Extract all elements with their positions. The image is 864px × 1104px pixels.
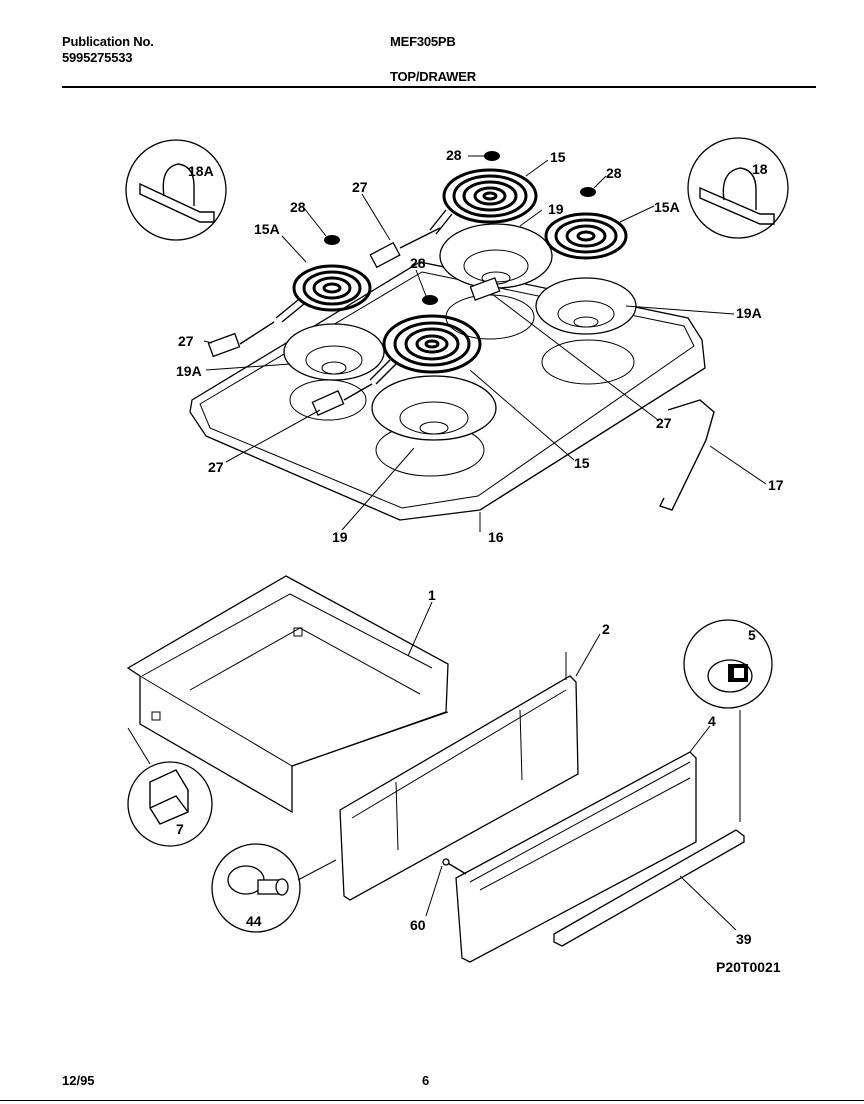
callout-28: 28 (290, 199, 306, 215)
drip-bowl-rear-right (535, 277, 637, 335)
callout-19a: 19A (736, 305, 762, 321)
callout-27: 27 (178, 333, 194, 349)
section-title: TOP/DRAWER (390, 69, 476, 84)
callout-19: 19 (332, 529, 348, 545)
drip-bowl-rear-left (439, 223, 553, 289)
callout-15a: 15A (654, 199, 680, 215)
surface-element-front-large (369, 314, 482, 385)
detail-circle-7 (127, 761, 213, 847)
element-cap-parts (324, 151, 596, 305)
callout-27: 27 (208, 459, 224, 475)
surface-element-right-small (544, 212, 628, 260)
publication-label: Publication No. (62, 34, 154, 49)
callout-4: 4 (708, 713, 716, 729)
drawer-trim (553, 829, 745, 947)
callout-28: 28 (410, 255, 426, 271)
screw-part (442, 858, 467, 875)
receptacle-parts (207, 227, 501, 416)
page-number: 6 (422, 1073, 430, 1088)
callout-15: 15 (550, 149, 566, 165)
leader-lines (127, 155, 767, 931)
callout-27: 27 (656, 415, 672, 431)
callout-15: 15 (574, 455, 590, 471)
surface-element-rear-large (429, 168, 538, 235)
callout-28: 28 (606, 165, 622, 181)
detail-circle-18a (125, 139, 227, 241)
diagram-id: P20T0021 (716, 959, 781, 975)
callout-5: 5 (748, 627, 756, 643)
model-number: MEF305PB (390, 34, 456, 49)
drawer-front-panel (339, 652, 579, 901)
drawer-body (126, 575, 449, 814)
callout-15a: 15A (254, 221, 280, 237)
callout-28: 28 (446, 147, 462, 163)
support-rod (659, 399, 715, 511)
footer-rule (0, 1100, 864, 1101)
callout-1: 1 (428, 587, 436, 603)
callout-44: 44 (246, 913, 262, 929)
callout-60: 60 (410, 917, 426, 933)
callout-labels: 28 15 28 15A 19 27 28 15A 28 19A 27 19A … (176, 147, 784, 975)
drip-bowl-front-left (283, 323, 385, 381)
detail-circle-44 (211, 843, 301, 933)
callout-17: 17 (768, 477, 784, 493)
header-rule (62, 86, 816, 88)
callout-19a: 19A (176, 363, 202, 379)
footer-date: 12/95 (62, 1073, 95, 1088)
detail-circle-18 (687, 137, 789, 239)
callout-39: 39 (736, 931, 752, 947)
callout-2: 2 (602, 621, 610, 637)
callout-19: 19 (548, 201, 564, 217)
callout-7: 7 (176, 821, 184, 837)
callout-18: 18 (752, 161, 768, 177)
surface-element-left-small (275, 264, 372, 323)
callout-27: 27 (352, 179, 368, 195)
detail-circle-5 (683, 619, 773, 709)
callout-16: 16 (488, 529, 504, 545)
callout-18a: 18A (188, 163, 214, 179)
publication-number: 5995275533 (62, 50, 133, 65)
drip-bowl-front-right (371, 375, 497, 441)
